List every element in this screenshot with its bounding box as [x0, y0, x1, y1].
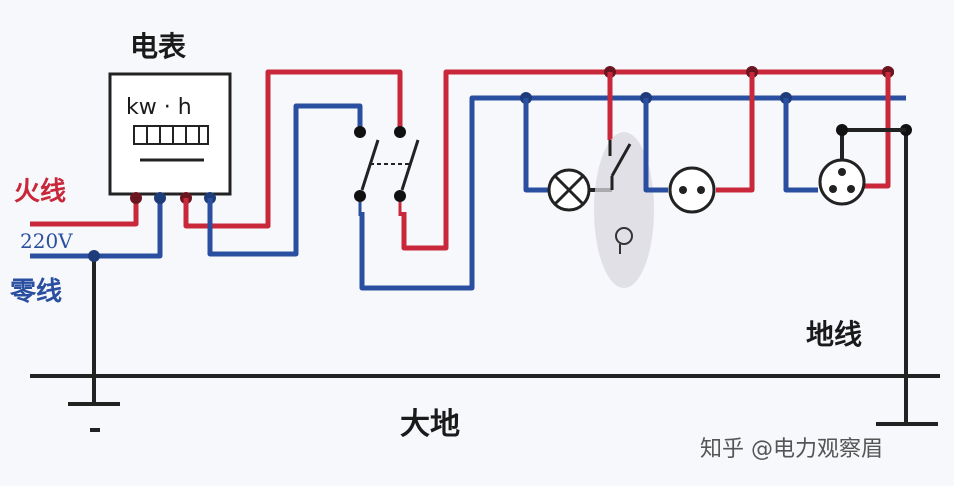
voltage-label: 220V	[20, 229, 73, 253]
single-switch-icon	[608, 140, 633, 254]
meter-live-output	[183, 69, 403, 229]
meter-unit: kw · h	[126, 95, 192, 120]
socket-icon	[668, 166, 716, 214]
switched-live-bus	[401, 69, 894, 251]
lamp-icon	[547, 168, 591, 212]
ground-wire-label: 地线	[806, 318, 862, 351]
live-input-wire	[30, 198, 139, 227]
switch-icon	[354, 126, 420, 216]
socket3-live	[864, 72, 891, 189]
socket2-neutral	[643, 98, 668, 193]
switch-highlight	[594, 132, 654, 288]
meter-icon	[108, 72, 232, 196]
socket3-ground-node	[836, 124, 848, 136]
earth-label: 大地	[400, 407, 460, 442]
watermark: 知乎 @电力观察眉	[700, 437, 883, 462]
three-pin-socket-icon	[818, 158, 866, 206]
meter-terminal-2	[154, 192, 166, 204]
switched-neutral-bus	[359, 95, 906, 291]
neutral-ground-node	[88, 250, 100, 262]
live-wire-label: 火线	[14, 177, 66, 207]
meter-terminal-1	[130, 192, 142, 204]
meter-title: 电表	[130, 30, 186, 63]
socket2-live	[716, 72, 755, 193]
socket3-neutral	[783, 98, 818, 193]
meter-neutral-output	[207, 103, 363, 257]
neutral-wire-label: 零线	[10, 277, 62, 307]
neutral-input-wire	[30, 198, 163, 259]
lamp-neutral	[523, 98, 548, 193]
